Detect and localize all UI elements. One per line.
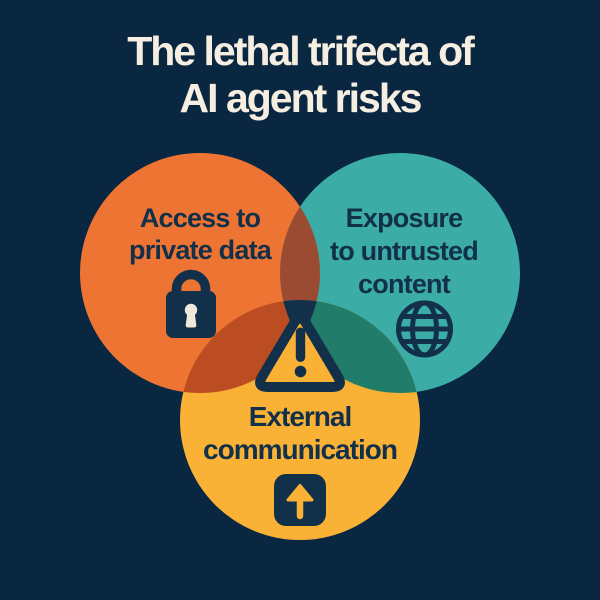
page-title-line1: The lethal trifecta of — [127, 28, 475, 74]
exclamation-dot — [294, 365, 307, 378]
circle-label-external-communication: External communication — [180, 400, 420, 466]
lock-icon — [166, 269, 216, 338]
circle-label-exposure-untrusted-content: Exposure to untrusted content — [294, 202, 514, 301]
globe-icon — [396, 300, 453, 358]
label-line: External — [248, 401, 353, 432]
label-line: Access to — [139, 203, 261, 233]
page-title: The lethal trifecta of AI agent risks — [0, 28, 600, 122]
label-line: content — [358, 269, 451, 299]
exclamation-bar — [295, 327, 306, 362]
label-line: to untrusted — [330, 236, 479, 266]
label-line: Exposure — [345, 203, 463, 233]
upload-arrow-icon — [274, 474, 326, 526]
page-title-line2: AI agent risks — [179, 75, 423, 121]
label-line: communication — [203, 434, 398, 465]
circle-label-access-private-data: Access to private data — [90, 202, 310, 266]
label-line: private data — [129, 235, 272, 265]
warning-triangle-icon — [255, 313, 345, 392]
overlap-orange-yellow — [180, 300, 320, 393]
overlap-teal-yellow — [280, 300, 420, 393]
